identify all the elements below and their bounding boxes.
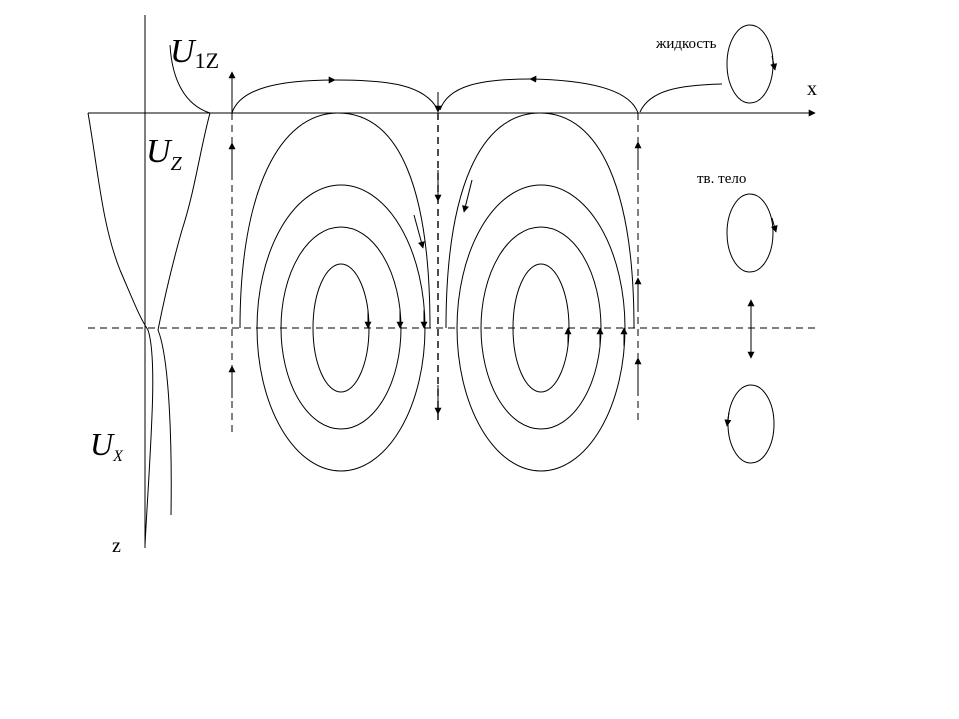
left-cell-flow-arrow [413,214,425,249]
surface-arc-4 [439,78,531,111]
liquid-rotation-arrow [770,55,778,71]
right-cell-open-streamline [445,112,635,329]
left-cell-open-streamline [239,112,431,329]
x-axis-label: x [807,78,817,100]
solid-rotation-arrow-top [770,217,778,233]
u1z-label: U1Z [170,33,219,73]
solid-rotation-arrow-bottom [724,411,732,427]
ux-label: UX [90,426,124,465]
uz-profile-curve [157,112,211,516]
z-axis-label: z [112,535,121,557]
uz-label: UZ [146,133,183,175]
surface-arc-5 [639,83,723,113]
solid-label: тв. тело [697,171,746,187]
surface-arc-1 [231,76,336,114]
u1z-profile-curve [169,44,211,114]
solid-rotation-icon-top [726,193,774,273]
liquid-label: жидкость [655,36,717,52]
surface-arc-3 [529,75,639,114]
right-cell-flow-arrow [462,179,473,213]
liquid-rotation-icon [726,24,774,104]
solid-rotation-icon-bottom [727,384,775,464]
surface-arc-2 [334,79,439,111]
ux-profile-curve [87,112,154,546]
